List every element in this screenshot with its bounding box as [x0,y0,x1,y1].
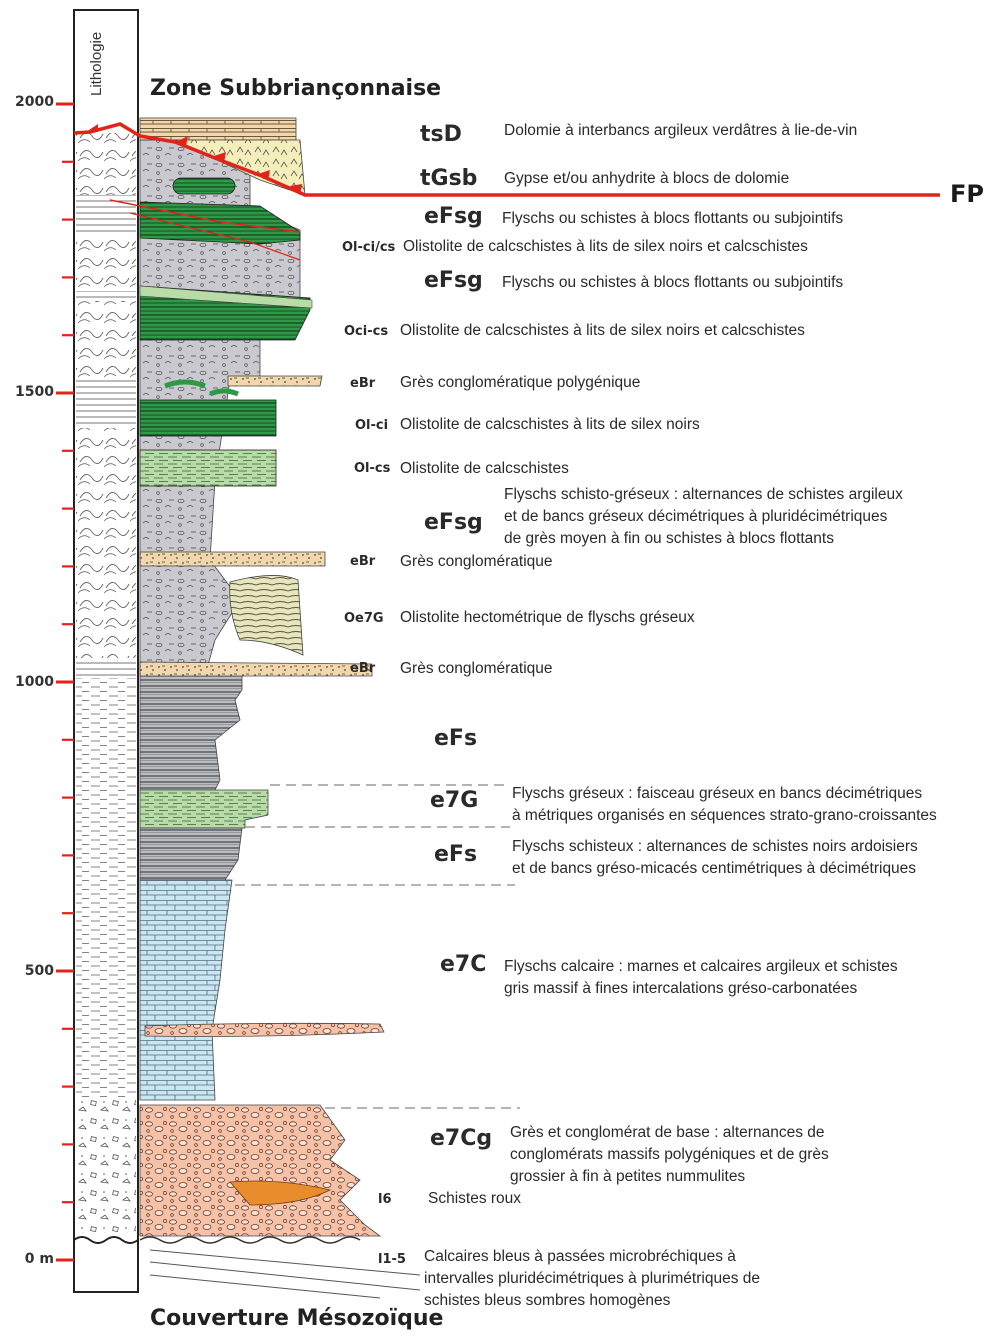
tsd-dolomite [139,117,297,141]
e7c-conglomerate-lens [144,1022,385,1037]
ebr-upper [227,375,323,387]
y-tick-1500: 1500 [15,384,54,400]
oci-cs-light-band [139,285,313,309]
unit-desc-ol-ci-cs: Olistolite de calcschistes à lits de sil… [403,238,808,255]
unit-code-ol-cs: Ol-cs [354,461,391,476]
unit-desc-oe7g: Olistolite hectométrique de flyschs grés… [400,609,695,626]
unit-code-ebr-2: eBr [350,554,376,569]
ol-ci-cs-upper [139,201,301,245]
efs-lower-beds [139,827,243,881]
ebr-middle [139,551,326,567]
unit-desc-efsg-3-line1: Flyschs schisto-gréseux : alternances de… [504,486,903,503]
y-axis [56,102,74,1262]
ol-ci-olistolith [139,399,277,437]
y-tick-0: 0 m [24,1251,54,1267]
unit-code-ol-ci-cs: Ol-ci/cs [342,240,396,255]
e7cg-conglomerate [139,1104,382,1237]
unit-desc-l1-5-line3: schistes bleus sombres homogènes [424,1292,671,1309]
bottom-title: Couverture Mésozoïque [150,1306,444,1331]
l6-red-schist-lens [229,1180,332,1206]
e7c-limestone [139,879,233,1101]
unit-desc-tgsb: Gypse et/ou anhydrite à blocs de dolomie [504,170,790,187]
unit-desc-efsg-3-line3: de grès moyen à fin ou schistes à blocs … [504,530,834,547]
unit-code-ebr-3: eBr [350,661,376,676]
unit-desc-efs-line1: Flyschs schisteux : alternances de schis… [512,838,918,855]
stratigraphic-log [73,117,940,1300]
unit-code-efsg-1: eFsg [424,204,483,229]
unit-desc-e7c-line1: Flyschs calcaire : marnes et calcaires a… [504,958,898,975]
unit-code-e7c: e7C [440,952,487,977]
unit-desc-ebr-3: Grès conglomératique [400,660,553,677]
unit-code-efs-upper: eFs [434,726,478,751]
unit-code-ebr-1: eBr [350,376,376,391]
unit-code-efsg-2: eFsg [424,268,483,293]
unit-desc-l1-5-line2: intervalles pluridécimétriques à plurimé… [424,1270,760,1287]
unit-desc-efsg-2: Flyschs ou schistes à blocs flottants ou… [502,274,844,291]
unit-desc-oci-cs: Olistolite de calcschistes à lits de sil… [400,322,805,339]
oe7g-olistolith [229,575,304,656]
efs-upper-beds [139,664,243,791]
y-tick-1000: 1000 [15,674,54,690]
unit-code-l1-5: l1-5 [378,1252,406,1267]
ol-cs-olistolith [139,449,277,487]
y-tick-2000: 2000 [15,94,54,110]
unit-desc-e7cg-line3: grossier à fin à petites nummulites [510,1168,746,1185]
lithology-column [73,9,139,1293]
unit-desc-e7c-line2: gris massif à fines intercalations gréso… [504,980,858,997]
green-block [172,177,236,195]
l1-5-basement [140,1240,420,1300]
unit-desc-ebr-2: Grès conglomératique [400,553,553,570]
green-lenses [164,379,239,397]
unit-desc-e7g-line1: Flyschs gréseux : faisceau gréseux en ba… [512,785,923,802]
unit-desc-ebr-1: Grès conglomératique polygénique [400,374,641,391]
fault-label: FP [950,180,984,208]
unit-desc-e7cg-line2: conglomérats massifs polygéniques et de … [510,1146,829,1163]
e7g-beds [139,789,269,829]
unit-desc-efs-line2: et de bancs gréso-micacés centimétriques… [512,860,917,877]
unit-code-e7cg: e7Cg [430,1126,493,1151]
unit-desc-l6: Schistes roux [428,1190,522,1207]
top-title: Zone Subbriançonnaise [150,76,442,101]
unit-desc-efsg-3-line2: et de bancs gréseux décimétriques à plur… [504,508,888,525]
ebr-lower [139,661,373,677]
unit-code-efsg-3: eFsg [424,510,483,535]
unit-code-oci-cs: Oci-cs [344,324,389,339]
unit-desc-efsg-1: Flyschs ou schistes à blocs flottants ou… [502,210,844,227]
unit-desc-ol-ci: Olistolite de calcschistes à lits de sil… [400,416,700,433]
unit-code-oe7g: Oe7G [344,611,384,626]
unit-desc-tsd: Dolomie à interbancs argileux verdâtres … [504,122,858,139]
unit-desc-l1-5-line1: Calcaires bleus à passées microbréchique… [424,1248,736,1265]
unit-desc-ol-cs: Olistolite de calcschistes [400,460,569,477]
unit-code-ol-ci: Ol-ci [355,418,389,433]
unit-desc-e7cg-line1: Grès et conglomérat de base : alternance… [510,1124,825,1141]
y-tick-500: 500 [24,963,54,979]
unit-desc-e7g-line2: à métriques organisés en séquences strat… [512,807,937,824]
unit-code-l6: l6 [378,1192,392,1207]
unit-code-e7g: e7G [430,788,479,813]
unit-code-tgsb: tGsb [420,166,478,191]
lithology-column-title: Lithologie [88,31,105,96]
unit-code-efs-lower: eFs [434,842,478,867]
unit-code-tsd: tsD [420,122,462,147]
thrust-fault [73,122,940,261]
